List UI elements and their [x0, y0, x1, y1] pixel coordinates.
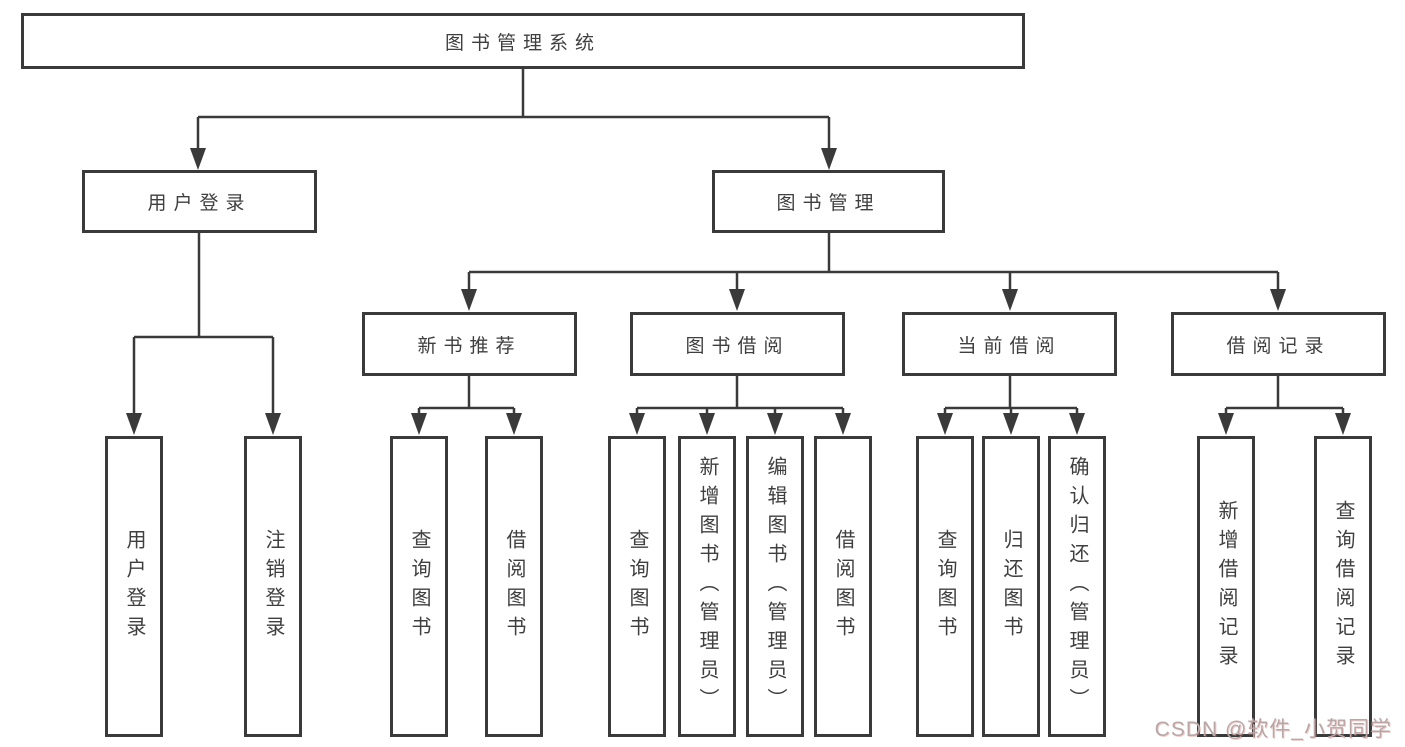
connector-new-book-recommend — [417, 376, 516, 419]
arrow-icon — [699, 413, 715, 435]
node-cb-query-books: 查询图书 — [916, 436, 974, 737]
node-book-management: 图书管理 — [712, 170, 945, 233]
node-bb-edit-book-admin: 编辑图书（管理员） — [746, 436, 804, 737]
node-cb-confirm-return-admin: 确认归还（管理员） — [1048, 436, 1106, 737]
arrow-icon — [506, 413, 522, 435]
node-logout-leaf: 注销登录 — [244, 436, 302, 737]
arrow-icon — [835, 413, 851, 435]
arrow-icon — [1003, 413, 1019, 435]
connector-user-login-branch — [132, 233, 275, 417]
arrow-icon — [729, 289, 745, 311]
connector-book-management — [467, 233, 1280, 293]
arrow-icon — [821, 148, 837, 170]
connector-book-borrowing — [635, 376, 845, 419]
arrowheads — [126, 148, 1351, 435]
arrow-icon — [629, 413, 645, 435]
arrow-icon — [411, 413, 427, 435]
node-user-login-leaf: 用户登录 — [105, 436, 163, 737]
arrow-icon — [767, 413, 783, 435]
node-nbr-borrow-books: 借阅图书 — [485, 436, 543, 737]
arrow-icon — [1002, 289, 1018, 311]
csdn-watermark: CSDN @软件_小贺同学 — [1154, 718, 1392, 741]
arrow-icon — [461, 289, 477, 311]
node-bb-query-books: 查询图书 — [608, 436, 666, 737]
node-nbr-query-books: 查询图书 — [390, 436, 448, 737]
node-book-borrowing: 图书借阅 — [630, 312, 845, 376]
arrow-icon — [1270, 289, 1286, 311]
node-new-book-recommend: 新书推荐 — [362, 312, 577, 376]
arrow-icon — [190, 148, 206, 170]
node-user-login-branch: 用户登录 — [82, 170, 317, 233]
node-br-query-record: 查询借阅记录 — [1314, 436, 1372, 737]
node-bb-add-book-admin: 新增图书（管理员） — [678, 436, 736, 737]
node-library-system: 图书管理系统 — [21, 13, 1025, 69]
arrow-icon — [1335, 413, 1351, 435]
arrow-icon — [1069, 413, 1085, 435]
connector-current-borrowing — [943, 376, 1079, 419]
node-current-borrowing: 当前借阅 — [902, 312, 1117, 376]
arrow-icon — [937, 413, 953, 435]
arrow-icon — [1218, 413, 1234, 435]
connector-borrow-records — [1224, 376, 1345, 419]
node-cb-return-books: 归还图书 — [982, 436, 1040, 737]
connector-root — [196, 69, 831, 152]
arrow-icon — [265, 413, 281, 435]
node-br-add-record: 新增借阅记录 — [1197, 436, 1255, 737]
node-bb-borrow-books: 借阅图书 — [814, 436, 872, 737]
arrow-icon — [126, 413, 142, 435]
node-borrow-records: 借阅记录 — [1171, 312, 1386, 376]
